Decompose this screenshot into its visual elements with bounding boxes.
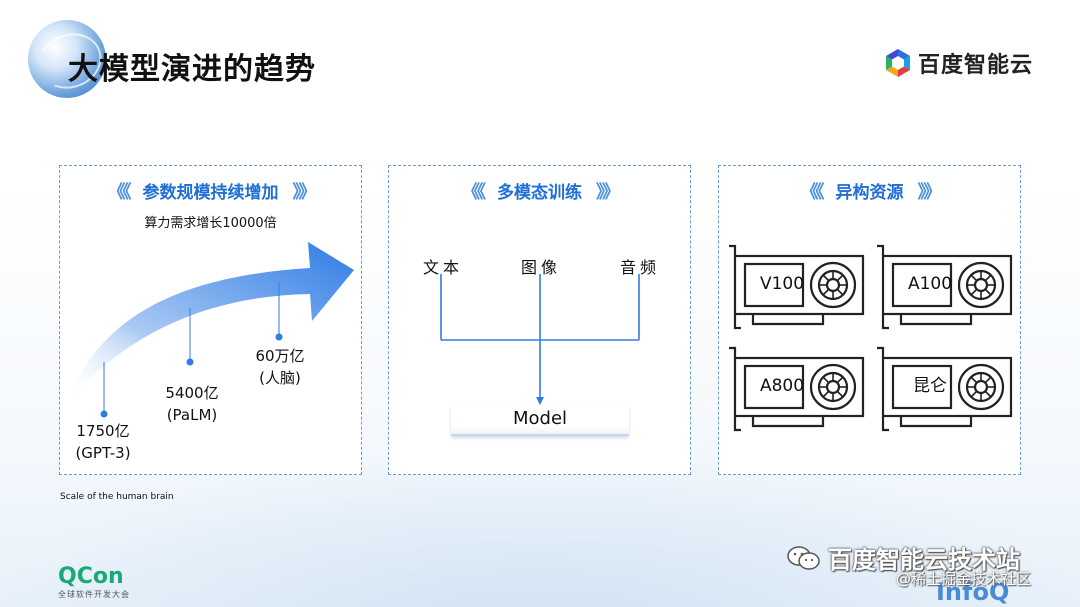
datapoint-value: 1750亿 bbox=[76, 422, 130, 440]
datapoint-model: (PaLM) bbox=[166, 406, 218, 424]
gpu-label: A800 bbox=[759, 376, 805, 396]
infoq-logo: InfoQ bbox=[936, 578, 1010, 606]
watermark-main-text: 百度智能云技术站 bbox=[828, 546, 1020, 574]
chevron-left-icon: 《《 bbox=[107, 182, 132, 203]
gpu-card-v100: V100 bbox=[727, 244, 867, 334]
wechat-icon bbox=[787, 545, 820, 570]
datapoint-gpt3: 1750亿 (GPT-3) bbox=[68, 420, 138, 464]
footnote: Scale of the human brain bbox=[60, 492, 174, 502]
gpu-label: A100 bbox=[907, 274, 953, 294]
input-text-label: 文本 bbox=[423, 258, 464, 277]
chevron-right-icon: 》》 bbox=[292, 182, 317, 203]
panel-multimodal-training: 《《多模态训练》》 文本 图像 音频 Model bbox=[388, 165, 691, 475]
input-image-label: 图像 bbox=[521, 258, 562, 277]
chevron-right-icon: 》》 bbox=[917, 182, 942, 203]
panel-title-text: 参数规模持续增加 bbox=[142, 183, 279, 203]
panel-title-text: 多模态训练 bbox=[497, 183, 582, 203]
datapoint-value: 60万亿 bbox=[255, 347, 305, 365]
chevron-left-icon: 《《 bbox=[462, 182, 486, 203]
panel-title: 《《参数规模持续增加》》 bbox=[60, 178, 361, 204]
panel-parameter-scale: 《《参数规模持续增加》》 算力需求增长10000倍 1750亿 (GPT-3) bbox=[59, 165, 362, 475]
globe-icon bbox=[28, 20, 106, 98]
page-title: 大模型演进的趋势 bbox=[68, 52, 316, 87]
gpu-card-a800: A800 bbox=[727, 346, 867, 436]
background-haze bbox=[0, 457, 1080, 607]
panel-heterogeneous-resources: 《《异构资源》》 bbox=[718, 165, 1021, 475]
watermark-main: 百度智能云技术站 bbox=[786, 540, 1020, 575]
model-box: Model bbox=[451, 406, 629, 436]
panel-subtitle: 算力需求增长10000倍 bbox=[144, 216, 277, 231]
chevron-right-icon: 》》 bbox=[596, 182, 620, 203]
gpu-card-a100: A100 bbox=[875, 244, 1015, 334]
gpu-card-icon bbox=[877, 346, 1013, 432]
datapoint-value: 5400亿 bbox=[165, 384, 219, 402]
input-audio-label: 音频 bbox=[620, 258, 661, 277]
watermark-sub: @稀土掘金技术社区 bbox=[896, 570, 1032, 588]
datapoint-model: (人脑) bbox=[259, 369, 301, 387]
brand-name: 百度智能云 bbox=[918, 53, 1034, 78]
growth-arrow-graphic bbox=[68, 242, 354, 418]
qcon-subtitle: 全球软件开发大会 bbox=[58, 590, 130, 599]
gpu-card-kunlun: 昆仑 bbox=[875, 346, 1015, 436]
baidu-cloud-logo-icon bbox=[886, 49, 910, 77]
panel-title-text: 异构资源 bbox=[835, 183, 904, 203]
gpu-label: V100 bbox=[759, 274, 805, 294]
chevron-left-icon: 《《 bbox=[800, 182, 825, 203]
gpu-card-icon bbox=[729, 244, 865, 330]
merge-connector-lines bbox=[440, 274, 640, 405]
qcon-logo-text: QCon bbox=[58, 564, 124, 589]
gpu-card-icon bbox=[729, 346, 865, 432]
datapoint-human-brain: 60万亿 (人脑) bbox=[244, 345, 316, 389]
datapoint-model: (GPT-3) bbox=[75, 444, 131, 462]
panel-title: 《《异构资源》》 bbox=[719, 178, 1020, 204]
qcon-logo: QCon 全球软件开发大会 bbox=[58, 566, 130, 600]
brand-logo-group: 百度智能云 bbox=[884, 46, 1033, 80]
gpu-card-icon bbox=[877, 244, 1013, 330]
panel-title: 《《多模态训练》》 bbox=[389, 178, 690, 204]
datapoint-palm: 5400亿 (PaLM) bbox=[154, 382, 230, 426]
gpu-label: 昆仑 bbox=[913, 376, 947, 396]
